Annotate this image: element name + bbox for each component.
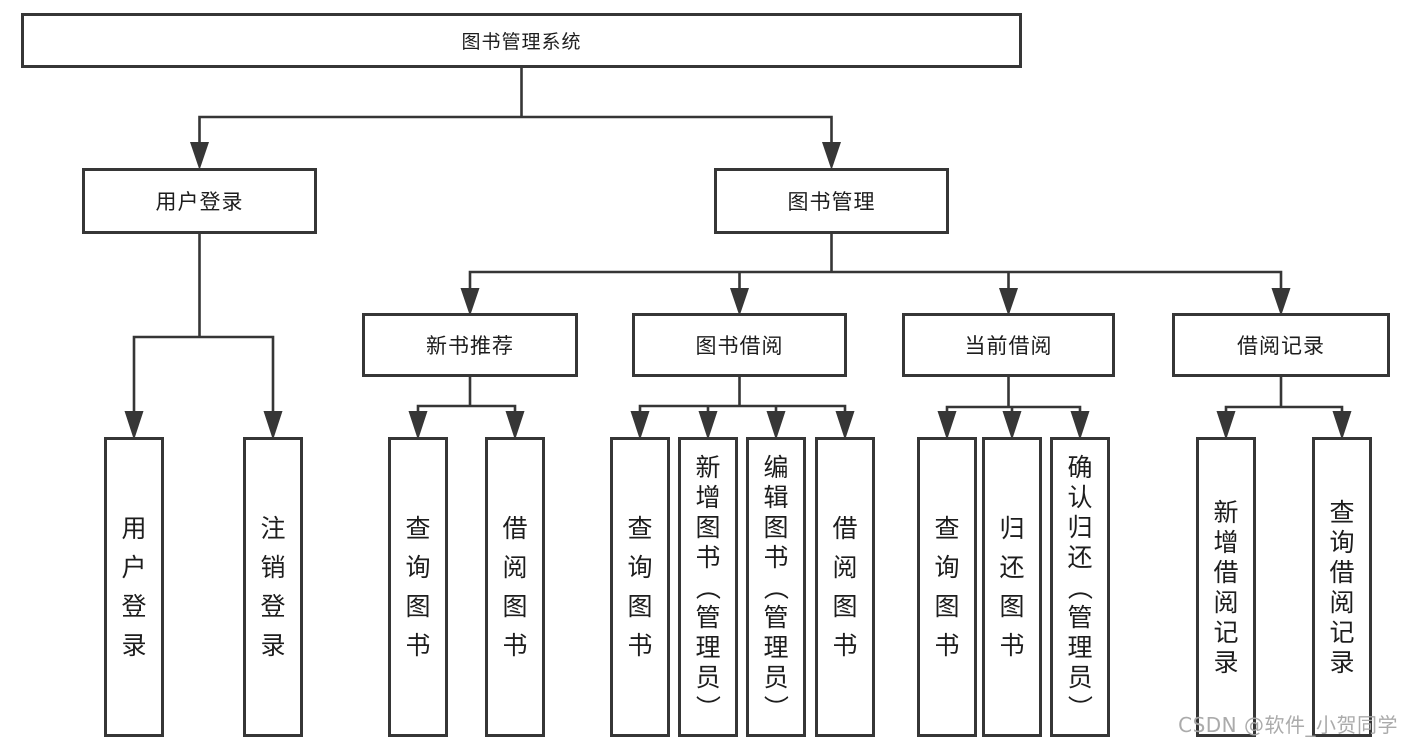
connector-group-book-mgmt (468, 234, 1283, 290)
node-book-mgmt: 图书管理 (714, 168, 949, 234)
leaf-borrow-book-2-label: 借阅图书 (832, 514, 858, 660)
leaf-add-borrow-record-label: 新增借阅记录 (1213, 497, 1239, 677)
leaf-confirm-return-admin: 确认归还（管理员） (1050, 437, 1110, 737)
leaf-query-borrow-record-label: 查询借阅记录 (1329, 497, 1355, 677)
node-current-borrow: 当前借阅 (902, 313, 1115, 377)
leaf-add-book-admin: 新增图书（管理员） (678, 437, 738, 737)
leaf-user-login-label: 用户登录 (121, 514, 147, 660)
leaf-borrow-book-2: 借阅图书 (815, 437, 875, 737)
node-new-book-rec-label: 新书推荐 (426, 334, 514, 358)
leaf-confirm-return-admin-label: 确认归还（管理员） (1065, 452, 1095, 720)
node-user-login: 用户登录 (82, 168, 317, 234)
arrowheads-root (190, 142, 841, 170)
leaf-add-book-admin-label: 新增图书（管理员） (693, 452, 723, 720)
leaf-query-book-1: 查询图书 (388, 437, 448, 737)
node-book-borrow: 图书借阅 (632, 313, 847, 377)
leaf-query-book-1-label: 查询图书 (405, 514, 431, 660)
node-book-mgmt-label: 图书管理 (787, 190, 876, 214)
node-root: 图书管理系统 (21, 13, 1022, 68)
arrowheads-book-mgmt (460, 288, 1291, 316)
node-borrow-records-label: 借阅记录 (1237, 334, 1325, 358)
node-current-borrow-label: 当前借阅 (964, 334, 1053, 358)
leaf-borrow-book-1-label: 借阅图书 (502, 514, 528, 660)
connector-group-root (198, 68, 833, 144)
leaf-query-book-2-label: 查询图书 (627, 514, 653, 660)
leaf-query-borrow-record: 查询借阅记录 (1312, 437, 1372, 737)
arrowheads-new-book-rec (408, 411, 525, 440)
leaf-logout: 注销登录 (243, 437, 303, 737)
leaf-return-book: 归还图书 (982, 437, 1042, 737)
leaf-return-book-label: 归还图书 (999, 514, 1025, 660)
node-user-login-label: 用户登录 (155, 190, 244, 214)
connector-group-user-login (132, 234, 275, 414)
node-new-book-rec: 新书推荐 (362, 313, 578, 377)
leaf-query-book-3-label: 查询图书 (934, 514, 960, 660)
leaf-edit-book-admin-label: 编辑图书（管理员） (761, 452, 791, 720)
connector-group-current-borrow (945, 377, 1082, 414)
node-book-borrow-label: 图书借阅 (695, 334, 784, 358)
node-root-label: 图书管理系统 (461, 31, 582, 53)
connector-group-borrow-records (1224, 377, 1344, 414)
leaf-borrow-book-1: 借阅图书 (485, 437, 545, 737)
arrowheads-current-borrow (937, 411, 1090, 440)
leaf-logout-label: 注销登录 (260, 514, 286, 660)
leaf-user-login: 用户登录 (104, 437, 164, 737)
node-borrow-records: 借阅记录 (1172, 313, 1390, 377)
leaf-add-borrow-record: 新增借阅记录 (1196, 437, 1256, 737)
connector-group-new-book-rec (416, 377, 517, 414)
csdn-watermark: CSDN @软件_小贺同学 (1178, 713, 1398, 737)
arrowheads-borrow-records (1216, 411, 1352, 440)
leaf-edit-book-admin: 编辑图书（管理员） (746, 437, 806, 737)
leaf-query-book-2: 查询图书 (610, 437, 670, 737)
arrowheads-user-login (124, 411, 283, 440)
connector-group-book-borrow (638, 377, 847, 414)
leaf-query-book-3: 查询图书 (917, 437, 977, 737)
arrowheads-book-borrow (630, 411, 855, 440)
